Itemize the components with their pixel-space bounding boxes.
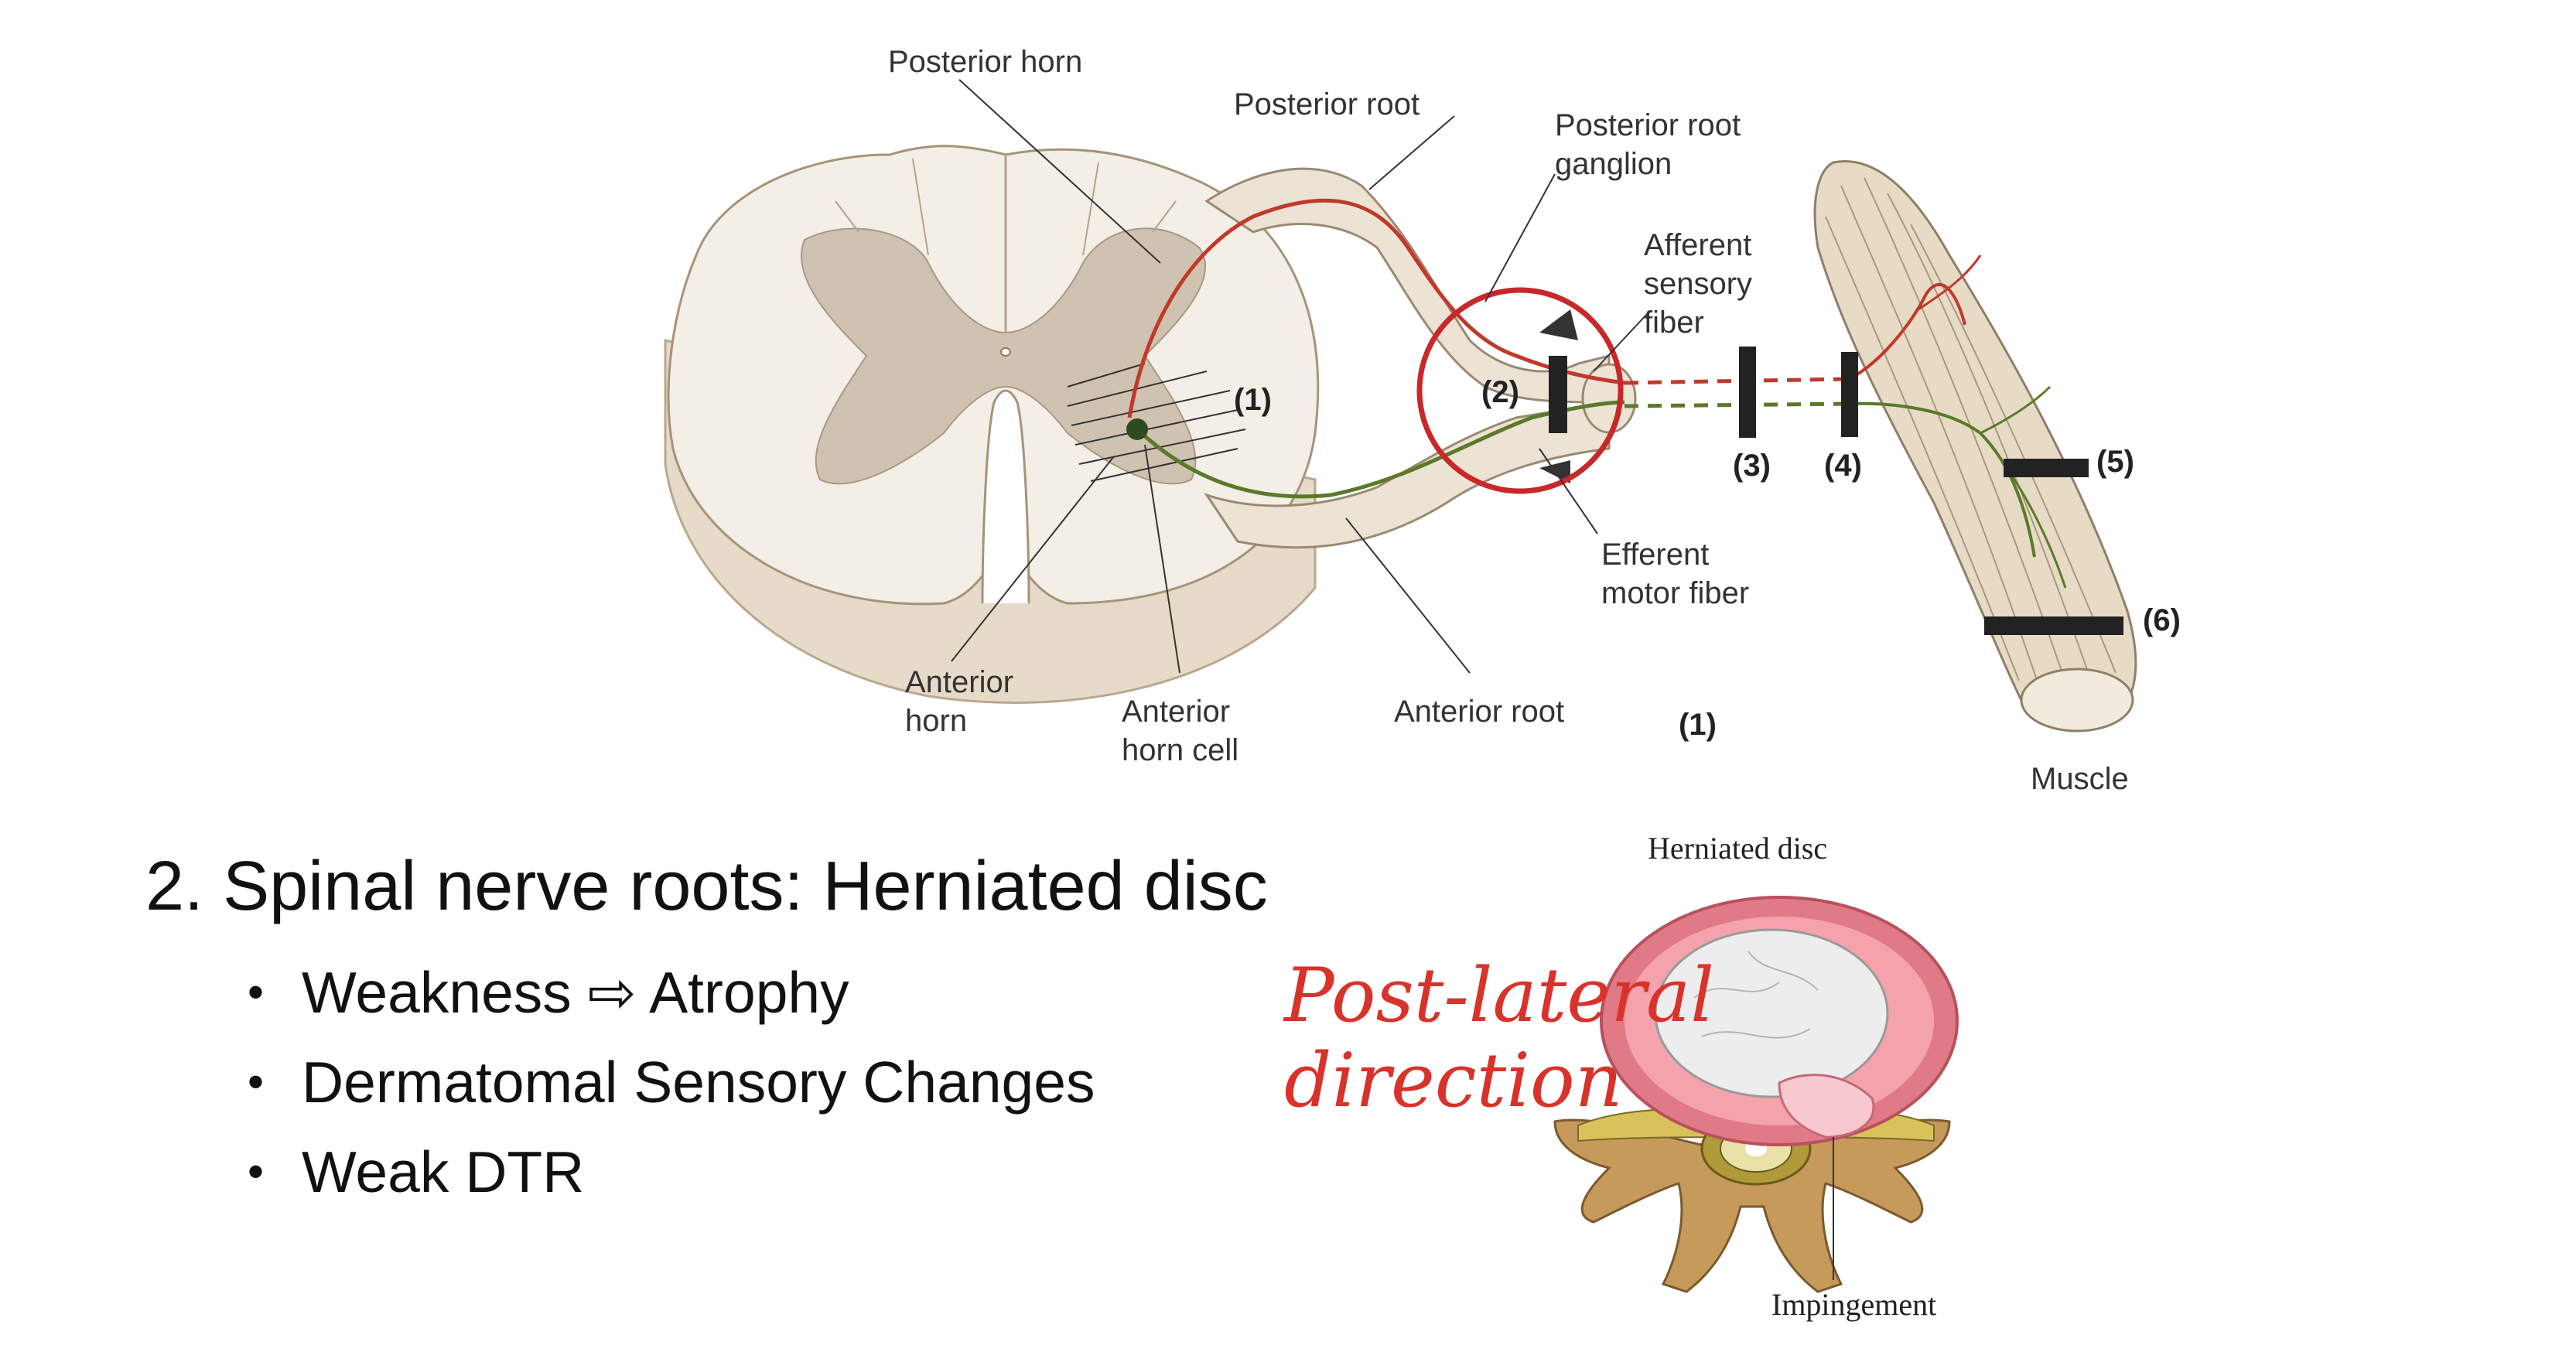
bullet-item: Weakness ⇨ Atrophy	[248, 948, 1095, 1037]
slide-heading: 2. Spinal nerve roots: Herniated disc	[145, 848, 1268, 925]
lesion-bar-2	[1549, 356, 1567, 433]
handwritten-note-line1: Post-lateral	[1283, 952, 1714, 1039]
efferent-fiber	[1136, 400, 1625, 499]
herniated-disc-figure	[1553, 896, 1959, 1293]
label-afferent-line2: sensory	[1644, 267, 1752, 301]
lesion-bar-5	[2004, 459, 2089, 477]
label-ganglion-line1: Posterior root	[1555, 108, 1741, 142]
marker-5: (5)	[2096, 445, 2134, 479]
efferent-dashed	[1624, 401, 1850, 408]
label-anterior-horn-cell-line1: Anterior	[1122, 695, 1230, 729]
bullet-item: Weak DTR	[248, 1127, 1095, 1217]
impingement-label: Impingement	[1771, 1287, 1936, 1322]
label-efferent-line1: Efferent	[1601, 538, 1709, 572]
marker-1-bottom: (1)	[1679, 708, 1717, 742]
disc-title: Herniated disc	[1648, 831, 1827, 866]
label-posterior-root: Posterior root	[1234, 87, 1420, 121]
label-ganglion-line2: ganglion	[1555, 147, 1672, 181]
arrow-up-icon	[1539, 309, 1578, 340]
label-muscle: Muscle	[2031, 762, 2129, 796]
marker-1: (1)	[1234, 383, 1272, 417]
lesion-bar-6	[1984, 616, 2123, 635]
muscle	[1813, 160, 2137, 733]
label-efferent-line2: motor fiber	[1601, 576, 1749, 610]
bullet-item: Dermatomal Sensory Changes	[248, 1037, 1095, 1127]
marker-2: (2)	[1481, 375, 1519, 409]
afferent-dashed	[1624, 377, 1850, 385]
bullet-list: Weakness ⇨ Atrophy Dermatomal Sensory Ch…	[248, 948, 1095, 1217]
lesion-bar-3	[1739, 347, 1756, 438]
label-afferent-line1: Afferent	[1644, 228, 1751, 262]
marker-4: (4)	[1824, 449, 1862, 483]
afferent-fiber	[1127, 198, 1625, 418]
marker-3: (3)	[1733, 449, 1771, 483]
label-anterior-horn-line1: Anterior	[905, 665, 1013, 699]
marker-6: (6)	[2143, 603, 2181, 637]
anterior-horn-cell	[1126, 418, 1148, 440]
annotation-circle	[1416, 287, 1624, 494]
label-anterior-horn-cell-line2: horn cell	[1122, 733, 1238, 767]
label-posterior-horn: Posterior horn	[888, 45, 1082, 79]
label-anterior-horn-line2: horn	[905, 704, 967, 738]
label-anterior-root: Anterior root	[1394, 695, 1564, 729]
spinal-cord	[664, 145, 1320, 704]
handwritten-note-line2: direction	[1284, 1037, 1623, 1124]
label-afferent-line3: fiber	[1644, 306, 1704, 340]
lesion-bar-4	[1841, 352, 1858, 437]
